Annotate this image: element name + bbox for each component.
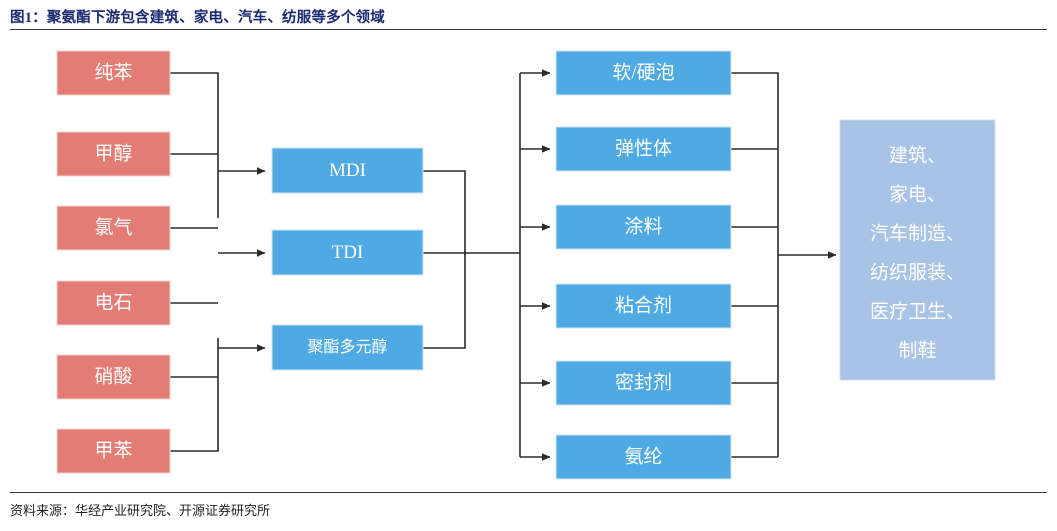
product-node-4[interactable]: 密封剂 [555,360,732,406]
connectors-product-to-application [731,72,837,458]
product-label: 软/硬泡 [612,61,674,83]
product-node-1[interactable]: 弹性体 [555,126,732,172]
application-line-4: 医疗卫生、 [870,300,965,322]
raw-material-node-0[interactable]: 纯苯 [56,50,171,96]
product-label: 粘合剂 [615,294,672,316]
product-label: 氨纶 [624,445,662,467]
intermediate-label: 聚酯多元醇 [307,338,387,356]
product-node-5[interactable]: 氨纶 [555,434,732,480]
raw-material-node-4[interactable]: 硝酸 [56,354,171,400]
intermediate-label: TDI [332,242,364,263]
footer-divider [10,492,1047,493]
connectors-intermediate-to-product [423,69,551,461]
figure-title: 图1：聚氨酯下游包含建筑、家电、汽车、纺服等多个领域 [10,10,385,26]
application-line-2: 汽车制造、 [870,222,965,244]
raw-material-label: 纯苯 [94,61,132,83]
intermediate-node-1[interactable]: TDI [271,229,424,276]
application-line-3: 纺织服装、 [870,261,965,283]
application-line-1: 家电、 [889,183,946,205]
raw-material-node-1[interactable]: 甲醇 [56,131,171,177]
raw-material-label: 电石 [94,291,132,313]
raw-material-node-2[interactable]: 氯气 [56,205,171,251]
application-line-5: 制鞋 [898,339,936,361]
product-label: 弹性体 [615,137,672,159]
raw-material-label: 甲醇 [94,142,132,164]
product-label: 涂料 [624,215,662,237]
product-node-0[interactable]: 软/硬泡 [555,50,732,96]
flowchart-canvas: 纯苯 甲醇 氯气 电石 硝酸 甲苯 MDI TDI [56,50,996,480]
intermediate-label: MDI [329,160,366,181]
source-note: 资料来源：华经产业研究院、开源证券研究所 [10,503,271,518]
raw-material-node-3[interactable]: 电石 [56,280,171,326]
product-node-3[interactable]: 粘合剂 [555,283,732,329]
raw-material-node-5[interactable]: 甲苯 [56,428,171,474]
product-label: 密封剂 [615,371,672,393]
raw-material-label: 硝酸 [94,365,132,387]
raw-material-label: 氯气 [94,216,132,238]
raw-material-label: 甲苯 [94,439,132,461]
application-node[interactable]: 建筑、 家电、 汽车制造、 纺织服装、 医疗卫生、 制鞋 [839,119,996,381]
application-line-0: 建筑、 [889,144,946,166]
intermediate-node-0[interactable]: MDI [271,147,424,194]
connectors-raw-to-intermediate [170,72,266,452]
header-divider [10,29,1047,30]
product-node-2[interactable]: 涂料 [555,204,732,250]
intermediate-node-2[interactable]: 聚酯多元醇 [271,324,424,371]
